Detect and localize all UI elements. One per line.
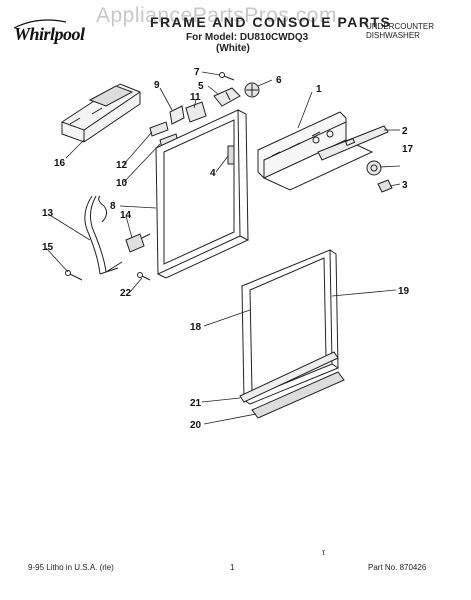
part-15-shape (65, 270, 83, 281)
part-6-shape (244, 82, 260, 98)
callout-2: 2 (402, 126, 408, 137)
part-21-shape (239, 351, 339, 403)
part-7-shape (219, 72, 235, 81)
callout-numbers: 1 2 3 4 5 6 7 8 9 10 11 12 13 14 15 16 1… (42, 67, 414, 431)
callout-22: 22 (120, 288, 132, 299)
callout-20: 20 (190, 420, 202, 431)
callout-9: 9 (154, 80, 160, 91)
footer-part-number: Part No. 870426 (368, 563, 427, 572)
callout-15: 15 (42, 242, 54, 253)
variant-label: (White) (216, 43, 250, 54)
product-type-line2: DISHWASHER (366, 31, 420, 40)
callout-14: 14 (120, 210, 132, 221)
part-17-shape (366, 160, 382, 176)
leader-lines (45, 71, 401, 425)
part-19-shape (241, 249, 340, 405)
product-type-line1: UNDERCOUNTER (366, 22, 434, 31)
callout-19: 19 (398, 286, 410, 297)
callout-17: 17 (402, 144, 414, 155)
watermark-text: AppliancePartsPros.com (96, 4, 337, 27)
callout-7: 7 (194, 67, 200, 78)
callout-16: 16 (54, 158, 66, 169)
part-20-shape (251, 371, 345, 419)
callout-3: 3 (402, 180, 408, 191)
footer-page-number: 1 (230, 563, 235, 572)
product-type: UNDERCOUNTER DISHWASHER (366, 22, 434, 40)
part-1-shape (257, 111, 374, 191)
part-16-shape (61, 83, 141, 143)
part-8-shape (155, 109, 250, 279)
model-line: For Model: DU810CWDQ3 (186, 32, 309, 43)
part-22-shape (137, 272, 151, 281)
footer-litho: 9-95 Litho in U.S.A. (rle) (28, 563, 114, 572)
callout-4: 4 (210, 168, 216, 179)
callout-10: 10 (116, 178, 128, 189)
part-12-shape (149, 121, 169, 137)
callout-12: 12 (116, 160, 128, 171)
callout-5: 5 (198, 81, 204, 92)
callout-21: 21 (190, 398, 202, 409)
part-5-shape (213, 87, 241, 107)
part-11-shape (185, 101, 207, 123)
callout-13: 13 (42, 208, 54, 219)
whirlpool-logo-icon (13, 19, 67, 29)
part-3-shape (377, 179, 393, 193)
footer-mark: τ (322, 548, 326, 557)
page-title: FRAME AND CONSOLE PARTS (150, 14, 392, 30)
callout-18: 18 (190, 322, 202, 333)
part-9-shape (169, 105, 185, 125)
part-13-shape (84, 195, 123, 275)
callout-11: 11 (190, 92, 201, 103)
brand-logo-text: Whirlpool (14, 24, 85, 44)
part-14-shape (125, 233, 151, 253)
part-4-shape (227, 145, 235, 165)
callout-6: 6 (276, 75, 282, 86)
callout-1: 1 (316, 84, 322, 95)
callout-8: 8 (110, 201, 116, 212)
part-2-shape (317, 125, 389, 161)
